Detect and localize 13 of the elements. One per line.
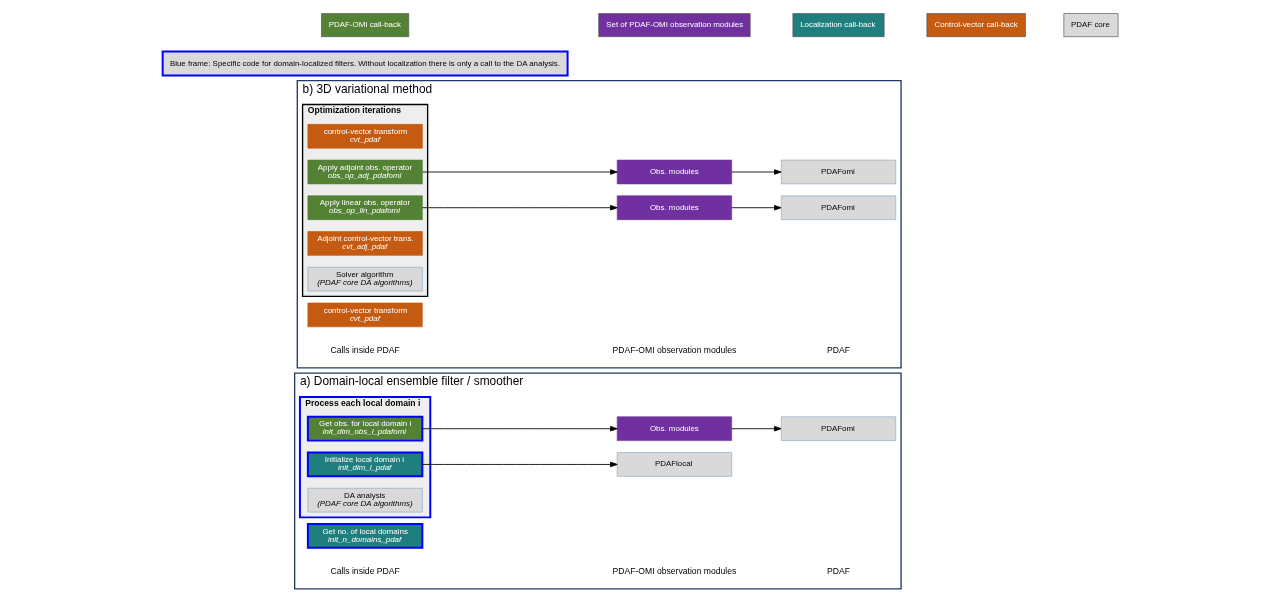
arrow <box>422 169 618 175</box>
label: Calls inside PDAF <box>330 565 400 576</box>
label: PDAF <box>827 344 850 355</box>
arrow <box>422 425 618 432</box>
arrow <box>731 204 782 211</box>
label: Calls inside PDAF <box>330 344 400 355</box>
arrow <box>422 461 618 468</box>
arrow <box>731 425 782 432</box>
arrow <box>422 204 618 211</box>
label: PDAF <box>827 565 850 576</box>
label: PDAF-OMI observation modules <box>612 344 737 355</box>
arrow <box>731 169 782 175</box>
label: PDAF-OMI observation modules <box>612 565 737 576</box>
